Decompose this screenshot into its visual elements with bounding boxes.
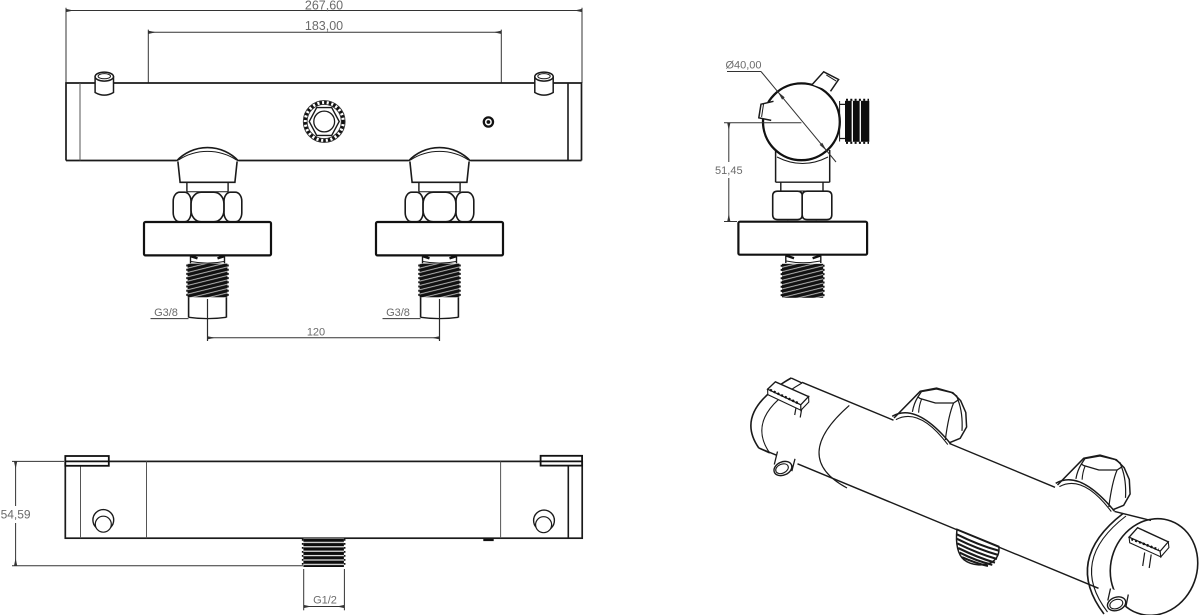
svg-text:Ø40,00: Ø40,00 <box>725 60 761 72</box>
svg-text:120: 120 <box>307 327 325 339</box>
svg-text:183,00: 183,00 <box>305 19 343 33</box>
svg-text:267,60: 267,60 <box>305 0 343 13</box>
svg-text:51,45: 51,45 <box>715 165 743 177</box>
svg-text:G1/2: G1/2 <box>313 594 337 606</box>
svg-text:G3/8: G3/8 <box>386 307 410 319</box>
svg-text:G3/8: G3/8 <box>154 307 178 319</box>
svg-text:54,59: 54,59 <box>1 508 31 522</box>
